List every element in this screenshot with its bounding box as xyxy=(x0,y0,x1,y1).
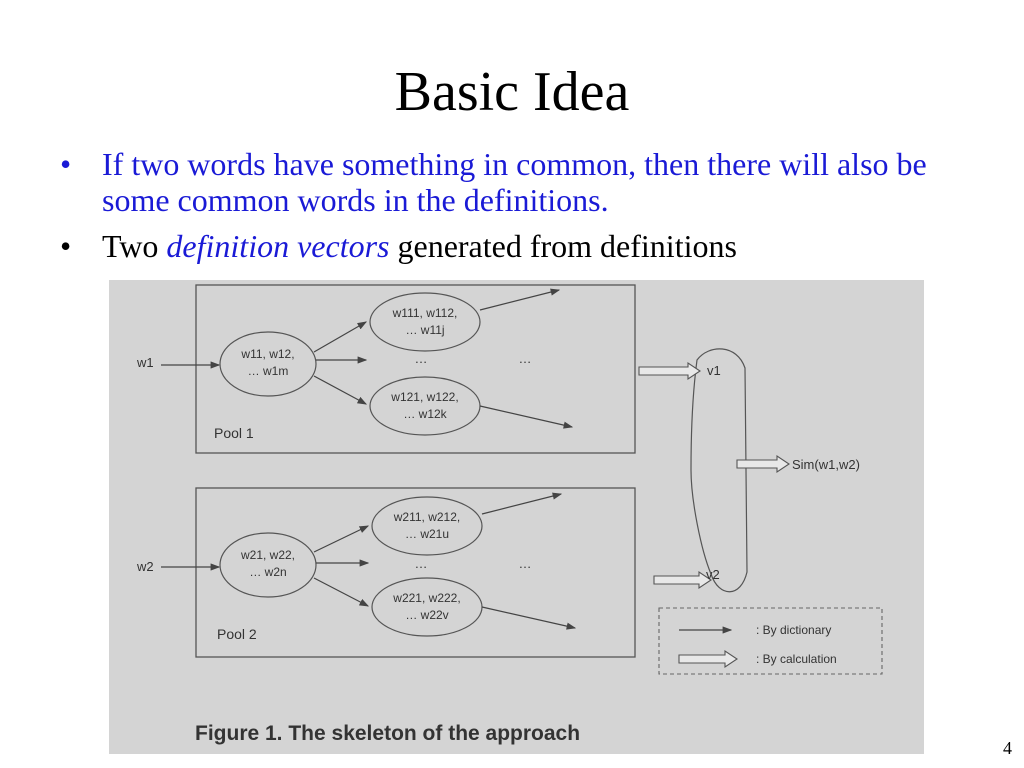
pool-1-box xyxy=(195,284,636,454)
pool-2-bottom-line2: … w22v xyxy=(405,608,448,622)
bullet-text: If two words have something in common, t… xyxy=(102,146,927,218)
pool-2-ellipsis-1: … xyxy=(415,556,428,571)
legend-calculation-label: : By calculation xyxy=(756,652,837,666)
pool-1-ellipsis-1: … xyxy=(415,351,428,366)
bullet-list: • If two words have something in common,… xyxy=(58,146,958,274)
bullet-item-common-words: • If two words have something in common,… xyxy=(58,146,958,218)
bullet-dot-icon: • xyxy=(60,228,72,264)
vector-container xyxy=(690,348,748,593)
bullet-text-suffix: generated from definitions xyxy=(389,228,737,264)
pool-1-label: Pool 1 xyxy=(214,425,254,441)
bullet-dot-icon: • xyxy=(60,146,72,182)
pool-1-ellipsis-2: … xyxy=(519,351,532,366)
pool-1-out-arrow-top xyxy=(479,288,561,311)
bullet-item-definition-vectors: • Two definition vectors generated from … xyxy=(58,228,958,264)
pool-1-bottom-line1: w121, w122, xyxy=(390,390,458,404)
pool-1-out-arrow-bottom xyxy=(479,405,574,429)
pool-2-box xyxy=(195,487,636,658)
pool-2: Pool 2 w2 w21, w22, … w2n w211, w212, … … xyxy=(136,487,636,658)
pool-1-bottom-node xyxy=(369,376,481,436)
pool-2-top-line2: … w21u xyxy=(405,527,449,541)
pool-1: Pool 1 w1 w11, w12, … w1m w111, w112, … … xyxy=(136,284,636,454)
calc-arrow-v2-icon xyxy=(653,570,712,590)
calc-arrow-sim-icon xyxy=(736,454,790,474)
vector-v2: v2 xyxy=(706,567,720,582)
legend-dictionary-label: : By dictionary xyxy=(756,623,831,637)
pool-1-top-line1: w111, w112, xyxy=(392,306,458,320)
legend-calculation-arrow-icon xyxy=(678,649,738,669)
pool-1-top-line2: … w11j xyxy=(405,323,444,337)
pool-2-out-arrow-bottom xyxy=(481,606,577,630)
pool-2-arrow-up xyxy=(313,525,370,553)
pool-2-center-line2: … w2n xyxy=(249,565,286,579)
calc-arrow-v1-icon xyxy=(638,361,701,381)
pool-2-center-node xyxy=(219,532,317,598)
pool-1-top-node xyxy=(369,292,481,352)
legend-box xyxy=(658,607,883,675)
vector-v1: v1 xyxy=(707,363,721,378)
pool-1-center-line2: … w1m xyxy=(248,364,289,378)
approach-figure: Pool 1 w1 w11, w12, … w1m w111, w112, … … xyxy=(109,280,924,754)
legend: : By dictionary : By calculation xyxy=(658,607,883,675)
similarity-output: Sim(w1,w2) xyxy=(792,457,860,472)
pool-2-input-word: w2 xyxy=(136,559,154,574)
pool-1-input-word: w1 xyxy=(136,355,154,370)
bullet-text-prefix: Two xyxy=(102,228,167,264)
pool-2-top-node xyxy=(371,496,483,556)
pool-2-label: Pool 2 xyxy=(217,626,257,642)
slide-title: Basic Idea xyxy=(394,61,630,123)
pool-2-arrow-down xyxy=(313,577,370,607)
pool-1-bottom-line2: … w12k xyxy=(403,407,447,421)
bullet-emphasis: definition vectors xyxy=(166,228,390,264)
figure-svg: Pool 1 w1 w11, w12, … w1m w111, w112, … … xyxy=(136,284,883,745)
pool-2-out-arrow-top xyxy=(481,492,563,515)
pool-2-ellipsis-2: … xyxy=(519,556,532,571)
pool-2-top-line1: w211, w212, xyxy=(393,510,461,524)
pool-2-bottom-line1: w221, w222, xyxy=(392,591,460,605)
pool-1-center-node xyxy=(219,331,317,397)
pool-1-arrow-down xyxy=(313,375,368,405)
pool-2-center-line1: w21, w22, xyxy=(240,548,295,562)
figure-caption: Figure 1. The skeleton of the approach xyxy=(195,722,580,745)
page-number: 4 xyxy=(1003,738,1012,758)
vector-pipe: v1 v2 Sim(w1,w2) xyxy=(638,348,860,593)
pool-1-arrow-up xyxy=(313,321,368,353)
pool-2-bottom-node xyxy=(371,577,483,637)
pool-1-center-line1: w11, w12, xyxy=(240,347,294,361)
